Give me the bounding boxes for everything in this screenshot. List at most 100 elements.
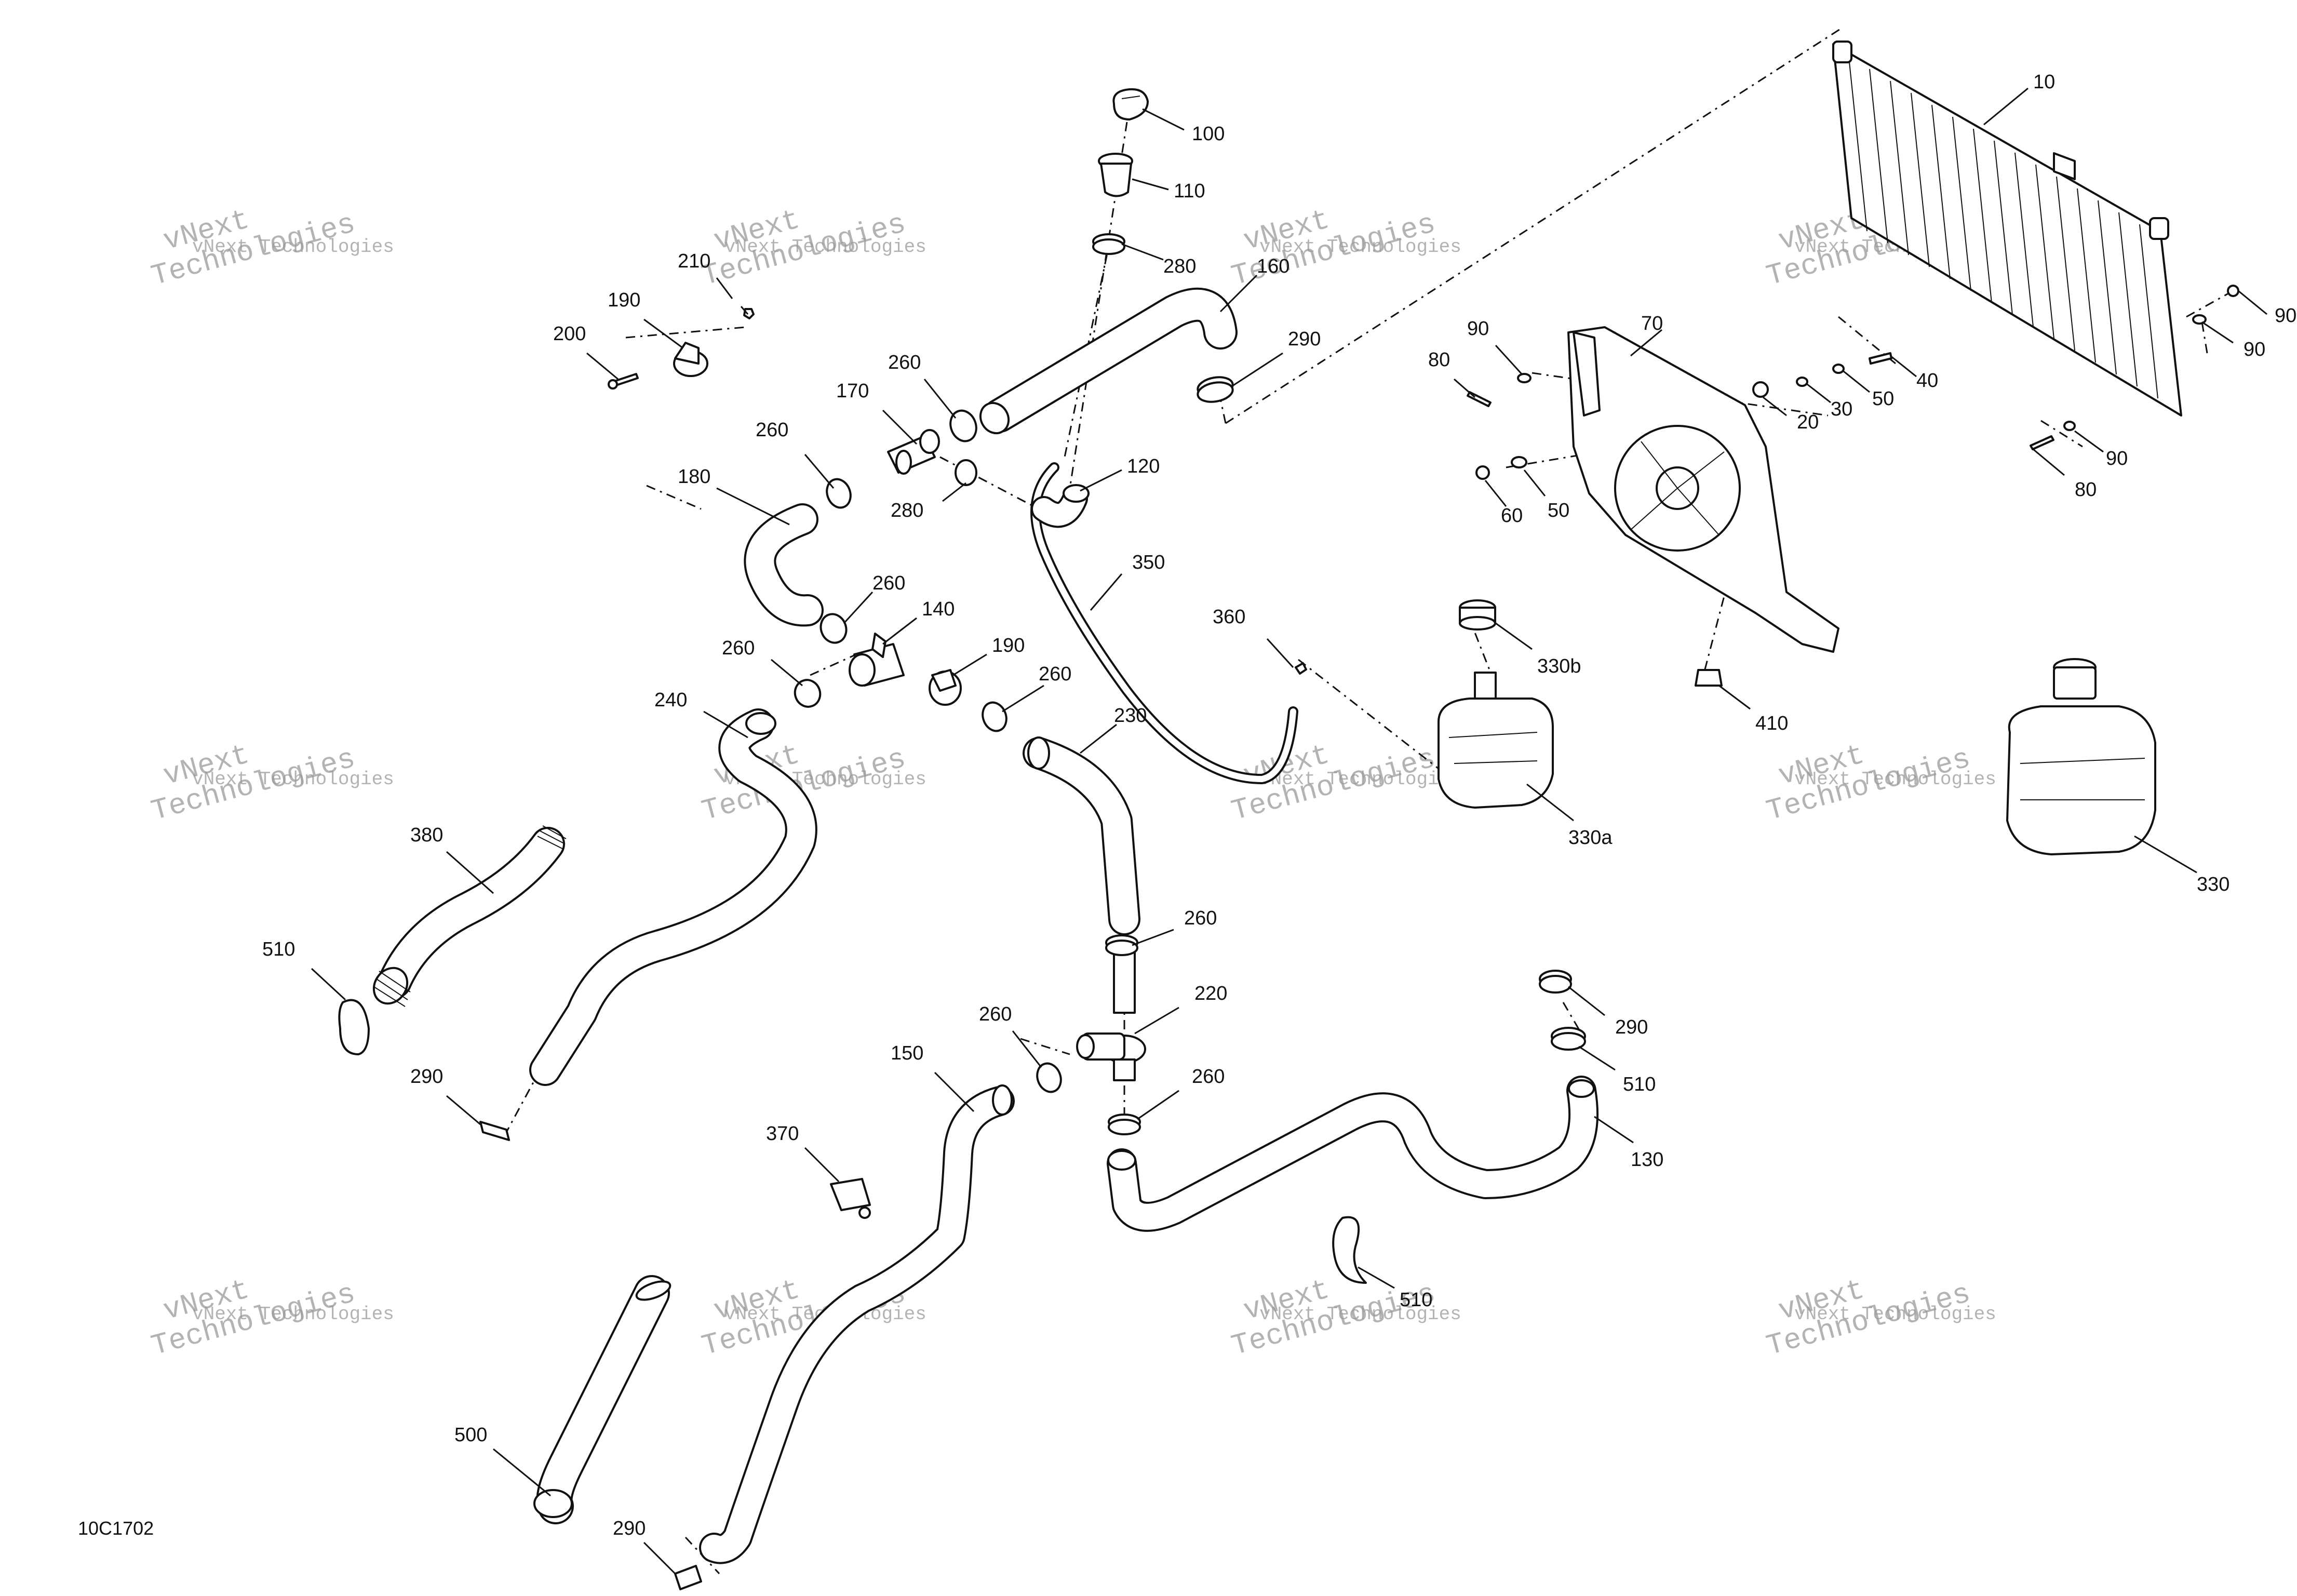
callout-180: 180: [678, 466, 710, 488]
callout-120: 120: [1127, 455, 1160, 477]
strap-510-bottom[interactable]: [1332, 1216, 1367, 1284]
leader-line: [804, 1147, 840, 1183]
assembly-line: [1838, 316, 1896, 365]
hose-380-end-rings: [372, 825, 567, 1007]
callout-350: 350: [1132, 552, 1165, 573]
hose-350[interactable]: [1030, 462, 1298, 784]
clamp-190-right[interactable]: [929, 669, 962, 706]
leader-line: [1219, 274, 1258, 313]
nut-90-far-right[interactable]: [2227, 285, 2239, 297]
leader-line: [643, 1541, 676, 1575]
leader-line: [1495, 344, 1523, 375]
clamp-290-upper[interactable]: [1196, 374, 1234, 404]
clamp-190-left[interactable]: [673, 342, 708, 377]
leader-line: [1137, 1090, 1179, 1120]
leader-line: [2134, 835, 2197, 874]
reservoir-330[interactable]: [2006, 658, 2156, 855]
leader-line: [1843, 370, 1870, 393]
radiator-cap-100[interactable]: [1112, 88, 1149, 120]
callout-90: 90: [2275, 305, 2296, 327]
clamp-510-right[interactable]: [1551, 1027, 1586, 1051]
assembly-line: [1069, 122, 1128, 489]
grommet-20[interactable]: [1752, 381, 1769, 398]
washer-90-lower[interactable]: [2063, 421, 2076, 431]
hose-230[interactable]: [1023, 736, 1140, 935]
hose-160[interactable]: [975, 287, 1238, 438]
hose-130[interactable]: [1107, 1076, 1599, 1232]
callout-30: 30: [1831, 398, 1852, 420]
clamp-280-upper[interactable]: [1092, 233, 1125, 255]
radiator-10[interactable]: [1832, 41, 2182, 417]
screw-200[interactable]: [608, 373, 639, 390]
callout-330b: 330b: [1537, 655, 1581, 677]
hose-150[interactable]: [699, 1084, 1015, 1564]
callout-330a: 330a: [1568, 827, 1613, 849]
callout-50: 50: [1872, 388, 1894, 410]
assembly-line: [646, 485, 702, 510]
washer-50-lower[interactable]: [1511, 456, 1527, 468]
callout-380: 380: [410, 824, 443, 846]
leader-line: [1132, 929, 1174, 946]
callout-280: 280: [1163, 256, 1196, 277]
clamp-260-e[interactable]: [979, 699, 1010, 734]
assembly-line: [1562, 1002, 1582, 1034]
callout-190: 190: [608, 289, 640, 311]
clip-360[interactable]: [1295, 662, 1307, 675]
clamp-290-left[interactable]: [479, 1121, 510, 1141]
leader-line: [703, 710, 748, 739]
callout-90: 90: [2244, 339, 2265, 360]
filler-neck-110[interactable]: [1098, 153, 1133, 197]
washer-50-upper[interactable]: [1832, 364, 1845, 374]
washer-90-upper[interactable]: [1517, 373, 1532, 383]
callout-500: 500: [454, 1424, 487, 1446]
fitting-170[interactable]: [887, 429, 940, 475]
leader-line: [1594, 1116, 1634, 1144]
clamp-260-d[interactable]: [791, 676, 824, 710]
nut-60[interactable]: [1475, 465, 1490, 480]
grommet-410[interactable]: [1695, 669, 1723, 687]
leader-line: [1523, 470, 1546, 497]
screw-210[interactable]: [740, 306, 755, 319]
bushing-30[interactable]: [1796, 377, 1808, 387]
clamp-260-a[interactable]: [946, 407, 980, 445]
leader-line: [1495, 622, 1533, 650]
hose-240[interactable]: [529, 708, 817, 1086]
reservoir-330a[interactable]: [1438, 672, 1554, 809]
clamp-260-g[interactable]: [1108, 1114, 1141, 1135]
watermark: vNext Technologies: [1228, 203, 1439, 293]
clamp-260-h[interactable]: [1033, 1060, 1065, 1095]
callouts: 100 110 280 160 290 210 190 200 260 170 …: [262, 71, 2296, 1539]
assembly-line: [2201, 321, 2208, 354]
leader-line: [1630, 329, 1662, 357]
leader-line: [716, 487, 790, 526]
leader-line: [1763, 396, 1787, 417]
callout-260: 260: [888, 352, 921, 373]
hose-120[interactable]: [1031, 484, 1090, 528]
fan-shroud-70[interactable]: [1567, 326, 1839, 653]
leader-line: [716, 277, 733, 299]
hose-500[interactable]: [533, 1275, 673, 1524]
leader-line: [771, 659, 803, 687]
thermostat-housing-220[interactable]: [1076, 937, 1146, 1081]
clamp-290-bottom[interactable]: [674, 1565, 702, 1590]
assembly-line: [1298, 659, 1439, 770]
figure-id: 10C1702: [78, 1518, 154, 1539]
callout-510: 510: [1400, 1289, 1432, 1311]
screw-40[interactable]: [1869, 352, 1892, 365]
clamp-260-c[interactable]: [817, 610, 850, 646]
reservoir-cap-330b[interactable]: [1459, 599, 1496, 631]
tee-fitting-140[interactable]: [849, 633, 905, 687]
screw-80-lower[interactable]: [2030, 435, 2054, 450]
clamp-280-lower[interactable]: [955, 459, 977, 486]
leader-line: [1983, 87, 2029, 126]
clamp-290-right[interactable]: [1539, 970, 1572, 994]
callout-260: 260: [756, 419, 788, 441]
hose-380[interactable]: [367, 825, 567, 1010]
clamp-370[interactable]: [830, 1178, 871, 1219]
clamp-260-f[interactable]: [1105, 934, 1138, 956]
leader-line: [493, 1448, 551, 1497]
callout-70: 70: [1641, 313, 1663, 334]
strap-510-left[interactable]: [338, 999, 370, 1055]
hose-180[interactable]: [744, 503, 824, 627]
callout-360: 360: [1213, 606, 1245, 628]
